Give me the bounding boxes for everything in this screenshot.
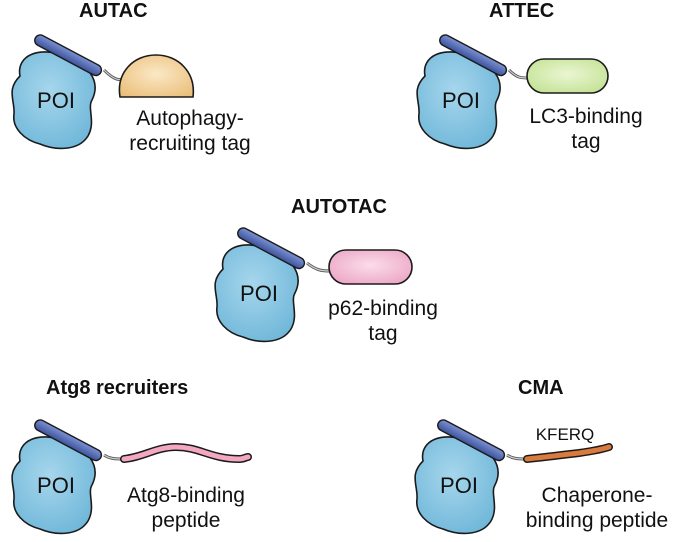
poi-label: POI xyxy=(442,88,480,113)
atg8-recruiters-title: Atg8 recruiters xyxy=(46,377,189,399)
cma-molecule: POI KFERQ xyxy=(414,419,613,535)
autac-molecule: POI xyxy=(11,34,195,150)
autotac-tag-label: p62-binding tag xyxy=(313,296,453,346)
kferq-motif-label: KFERQ xyxy=(536,425,595,444)
linker-rod xyxy=(237,227,306,270)
poi-label: POI xyxy=(240,281,278,306)
autotac-molecule: POI xyxy=(214,227,413,343)
poi-label: POI xyxy=(37,473,75,498)
cma-peptide-label-line2: binding peptide xyxy=(525,509,669,532)
attec-tag-label-line1: LC3-binding xyxy=(529,105,643,128)
autac-tag-label: Autophagy- recruiting tag xyxy=(120,106,260,156)
p62-binding-tag-capsule xyxy=(328,249,413,285)
cma-title: CMA xyxy=(518,377,564,399)
attec-title: ATTEC xyxy=(489,0,555,22)
autac-title: AUTAC xyxy=(79,0,148,22)
linker-rod xyxy=(437,419,506,462)
linker-rod xyxy=(34,34,103,77)
autotac-title: AUTOTAC xyxy=(291,196,387,218)
atg8-recruiter-molecule: POI xyxy=(11,419,252,535)
poi-label: POI xyxy=(440,473,478,498)
linker-rod xyxy=(439,34,508,77)
atg8-peptide-label: Atg8-binding peptide xyxy=(116,483,256,533)
cma-peptide-label-line1: Chaperone- xyxy=(541,484,653,507)
atg8-peptide-label-line2: peptide xyxy=(151,509,221,532)
attec-molecule: POI xyxy=(416,34,609,150)
autotac-tag-label-line2: tag xyxy=(368,322,398,345)
cma-peptide-label: Chaperone- binding peptide xyxy=(517,483,677,533)
attec-tag-label: LC3-binding tag xyxy=(516,104,656,154)
poi-label: POI xyxy=(37,88,75,113)
lc3-binding-tag-capsule xyxy=(526,58,609,94)
atg8-binding-peptide xyxy=(121,444,251,462)
linker-rod xyxy=(34,419,103,462)
autophagy-tag-dome xyxy=(118,54,195,98)
atg8-peptide-label-line1: Atg8-binding xyxy=(127,484,245,507)
autotac-tag-label-line1: p62-binding xyxy=(328,297,438,320)
attec-tag-label-line2: tag xyxy=(571,130,601,153)
autac-tag-label-line2: recruiting tag xyxy=(129,132,251,155)
autac-tag-label-line1: Autophagy- xyxy=(136,107,244,130)
chaperone-binding-peptide xyxy=(524,444,612,462)
